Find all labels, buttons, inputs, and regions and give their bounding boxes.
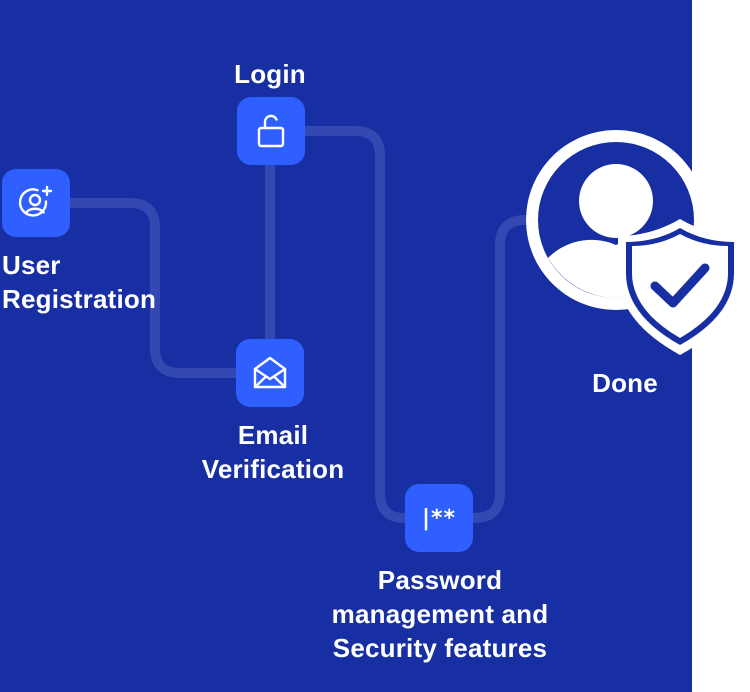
label-user-registration: User Registration (2, 248, 156, 316)
label-email-verification-line2: Verification (201, 454, 345, 484)
label-user-registration-line2: Registration (2, 284, 157, 314)
label-password-line3: Security features (332, 633, 548, 663)
node-login[interactable] (237, 97, 305, 165)
label-password-line2: management and (331, 599, 549, 629)
node-user-registration[interactable] (2, 169, 70, 237)
connector-password-to-done (469, 215, 530, 523)
label-done: Done (575, 366, 675, 400)
password-icon: |** (421, 505, 457, 531)
label-email-verification-line1: Email (237, 420, 309, 450)
shield-check-icon (618, 219, 742, 355)
connector-registration-to-email (65, 198, 245, 378)
connector-login-to-password (300, 126, 410, 523)
label-password-management: Password management and Security feature… (300, 563, 580, 665)
unlock-icon (257, 114, 285, 148)
envelope-open-icon (253, 356, 287, 389)
label-email-verification: Email Verification (193, 418, 353, 486)
background-panel (0, 0, 692, 692)
label-password-line1: Password (377, 565, 503, 595)
label-done-line1: Done (592, 368, 658, 398)
node-password-management[interactable]: |** (405, 484, 473, 552)
done-user-shield-graphic (526, 130, 742, 355)
node-email-verification[interactable] (236, 339, 304, 407)
label-login-line1: Login (234, 59, 306, 89)
label-user-registration-line1: User (2, 250, 61, 280)
user-add-icon (18, 185, 53, 217)
label-login: Login (220, 57, 320, 91)
